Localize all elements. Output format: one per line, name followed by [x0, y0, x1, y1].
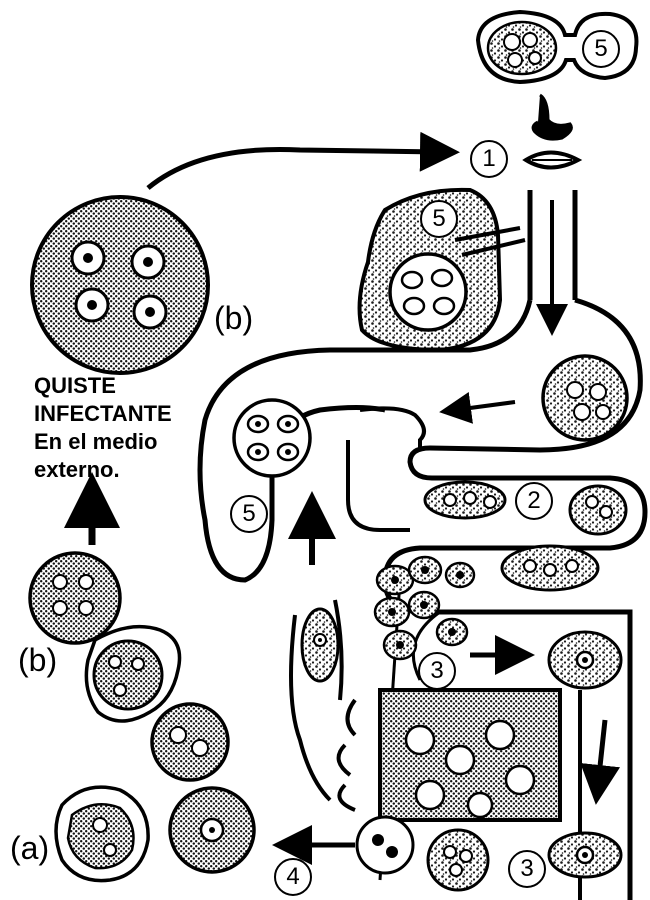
- cyst-binucleate: [152, 704, 228, 780]
- step-2-marker: 2: [515, 482, 553, 520]
- caption-line-1: QUISTE: [34, 372, 116, 400]
- label-b-left: (b): [18, 642, 57, 679]
- ingestion-arrow: [148, 149, 440, 188]
- label-b-top: (b): [214, 300, 253, 337]
- precyst-amoeboid: [86, 627, 179, 721]
- step-1-marker: 1: [470, 140, 508, 178]
- caption-line-3: En el medio: [34, 428, 157, 456]
- caption-line-2: INFECTANTE: [34, 400, 172, 428]
- step-5-marker-liver: 5: [230, 495, 268, 533]
- step-4-marker: 4: [274, 858, 312, 896]
- step-3-marker-bottom: 3: [508, 850, 546, 888]
- step-3-marker-intestine: 3: [418, 652, 456, 690]
- cyst-mature-left: [30, 553, 120, 643]
- cyst-uninucleate: [170, 788, 254, 872]
- trophozoite-cluster: [375, 557, 474, 659]
- label-a: (a): [10, 830, 49, 867]
- trophozoite-a: [56, 787, 148, 880]
- liver-cyst: [234, 400, 310, 476]
- infective-cyst-large: [32, 197, 208, 373]
- step-5-marker-lobe: 5: [420, 200, 458, 238]
- step-5-marker-top: 5: [582, 30, 620, 68]
- face-nose-mouth: [526, 95, 578, 168]
- caption-line-4: externo.: [34, 456, 120, 484]
